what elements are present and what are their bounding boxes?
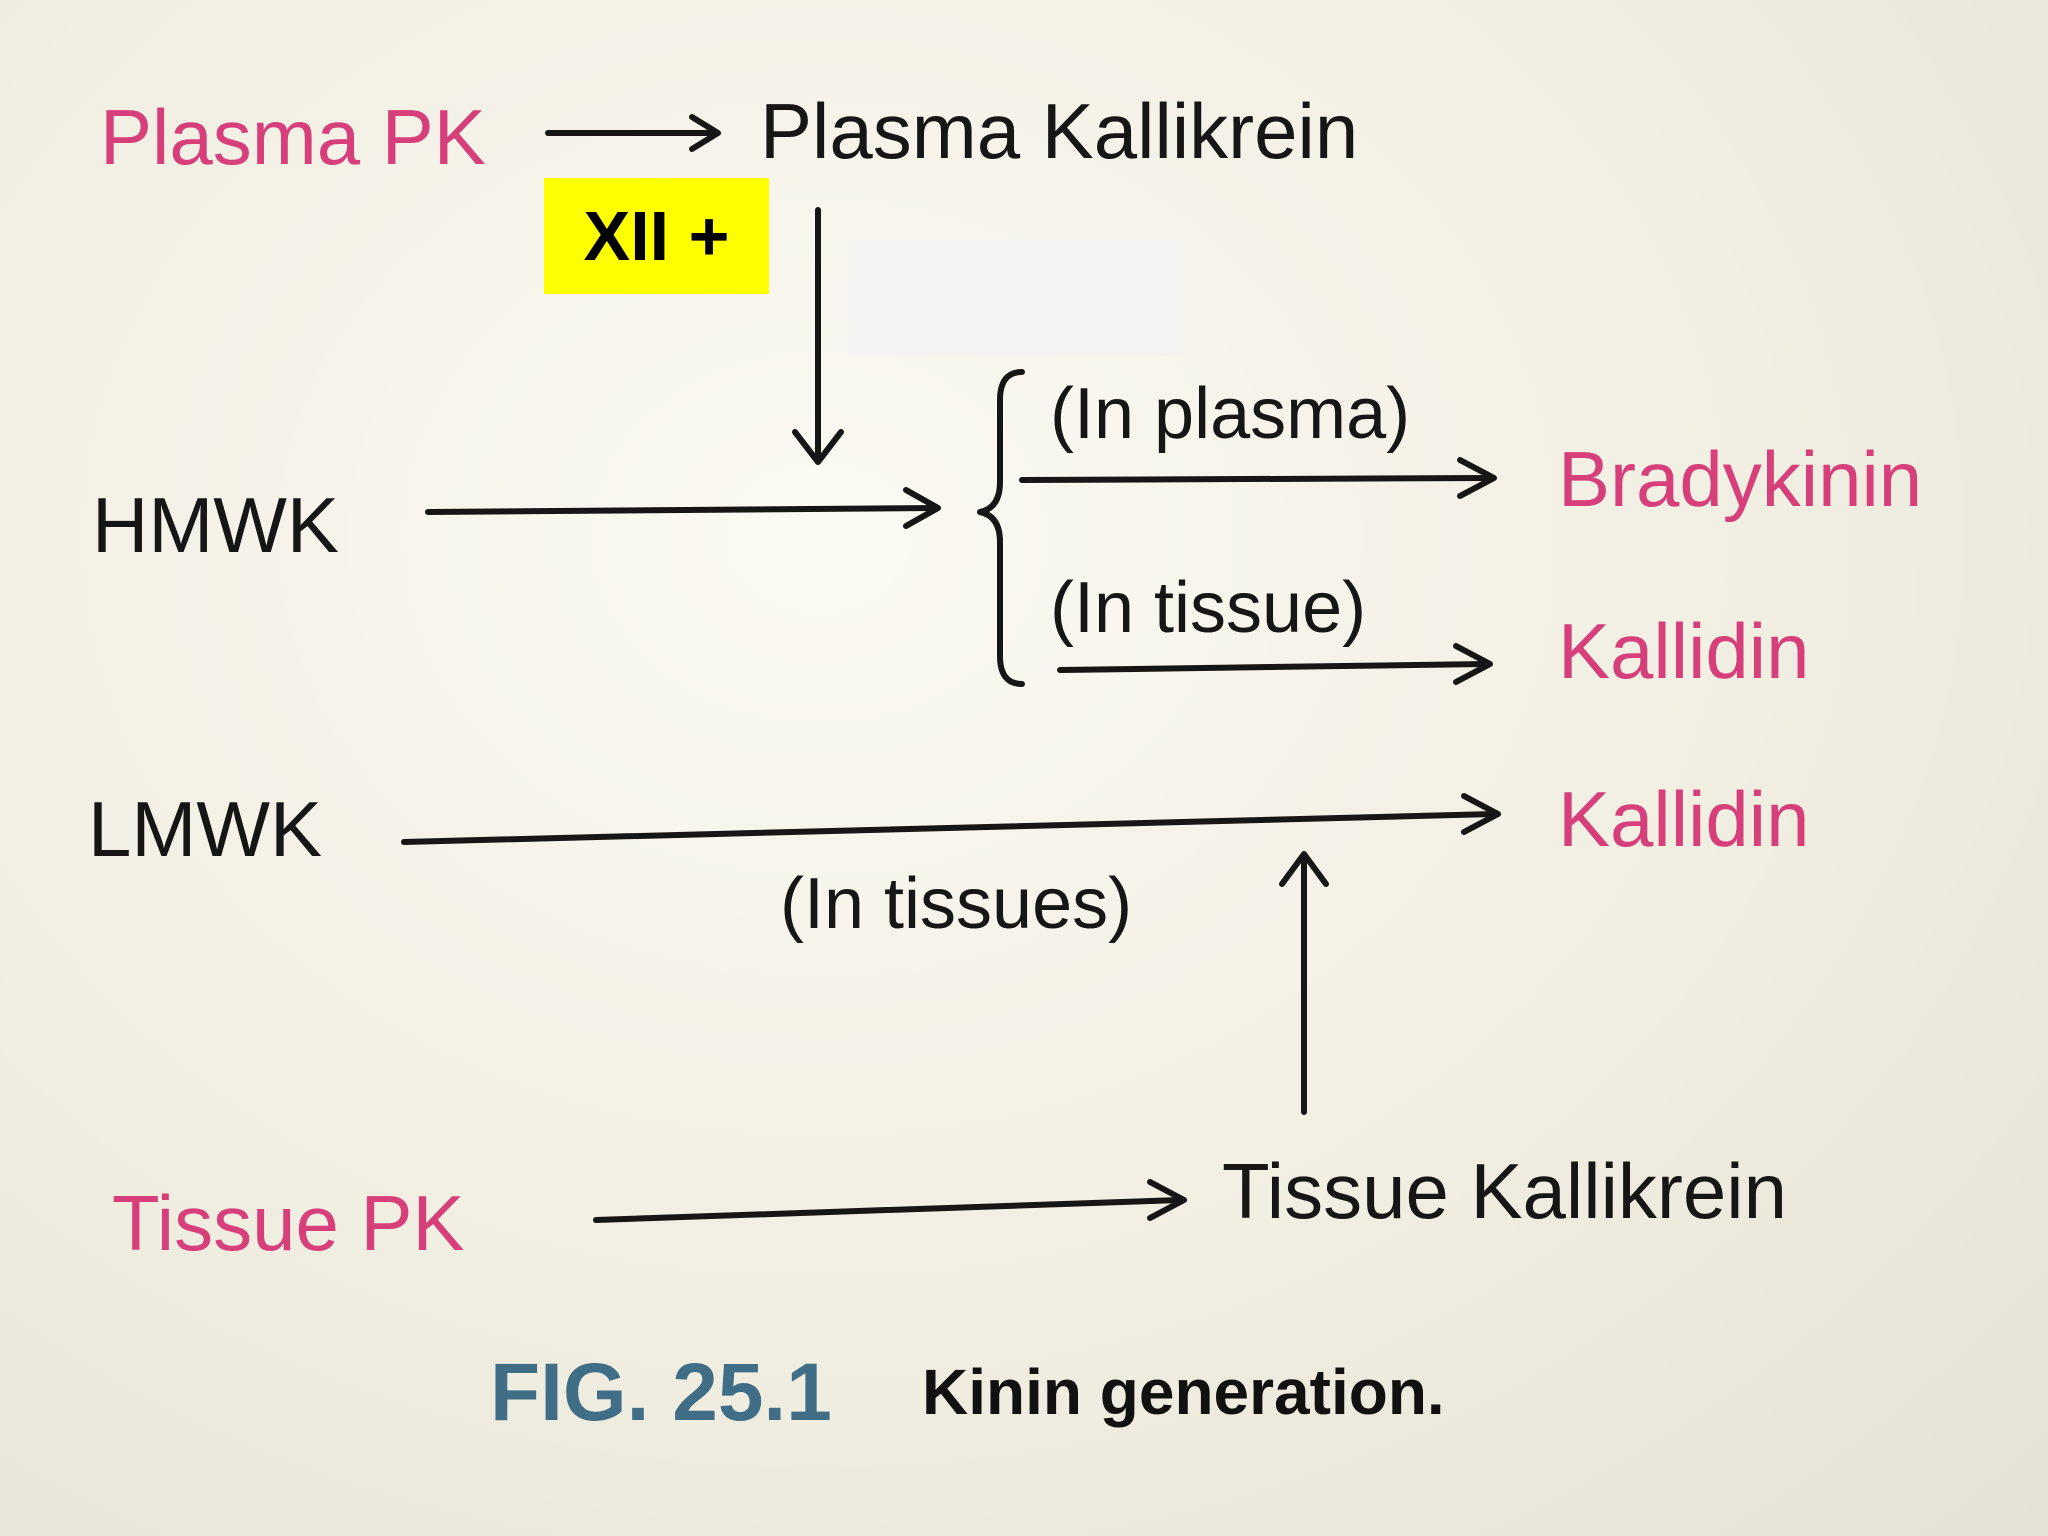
node-kallidin-lmwk: Kallidin — [1558, 775, 1810, 863]
masked-area — [848, 240, 1184, 356]
arrow-tissue-pk — [593, 1197, 1183, 1223]
arrowhead-lmwk — [1461, 793, 1501, 835]
node-tissue-kallikrein: Tissue Kallikrein — [1222, 1147, 1787, 1235]
note-in-tissues: (In tissues) — [780, 864, 1133, 944]
xii-highlight-box: XII + — [544, 178, 769, 294]
note-in-plasma: (In plasma) — [1050, 374, 1411, 454]
arrowhead-kallikrein-down — [792, 429, 844, 465]
node-plasma-kallikrein: Plasma Kallikrein — [760, 87, 1359, 175]
figure-caption: Kinin generation. — [922, 1356, 1445, 1428]
arrow-hmwk — [425, 505, 939, 515]
arrowhead-plasma-pk — [689, 114, 721, 152]
node-tissue-pk: Tissue PK — [112, 1179, 465, 1267]
xii-label: XII + — [583, 197, 730, 275]
arrowhead-kallidin-1 — [1453, 643, 1493, 685]
node-plasma-pk: Plasma PK — [100, 93, 486, 181]
arrowhead-tissue-pk — [1147, 1179, 1187, 1221]
node-lmwk: LMWK — [88, 785, 322, 873]
brace — [977, 369, 1025, 687]
node-hmwk: HMWK — [92, 481, 339, 569]
note-in-tissue: (In tissue) — [1050, 568, 1367, 648]
arrowhead-hmwk — [903, 487, 941, 529]
node-bradykinin: Bradykinin — [1558, 435, 1923, 523]
arrowhead-tissue-up — [1279, 851, 1329, 887]
arrowhead-bradykinin — [1457, 457, 1497, 499]
arrow-lmwk — [401, 811, 1497, 845]
figure-number: FIG. 25.1 — [490, 1347, 832, 1438]
arrow-to-bradykinin — [1019, 475, 1493, 483]
arrow-to-kallidin-1 — [1057, 661, 1489, 673]
node-kallidin-tissue: Kallidin — [1558, 607, 1810, 695]
